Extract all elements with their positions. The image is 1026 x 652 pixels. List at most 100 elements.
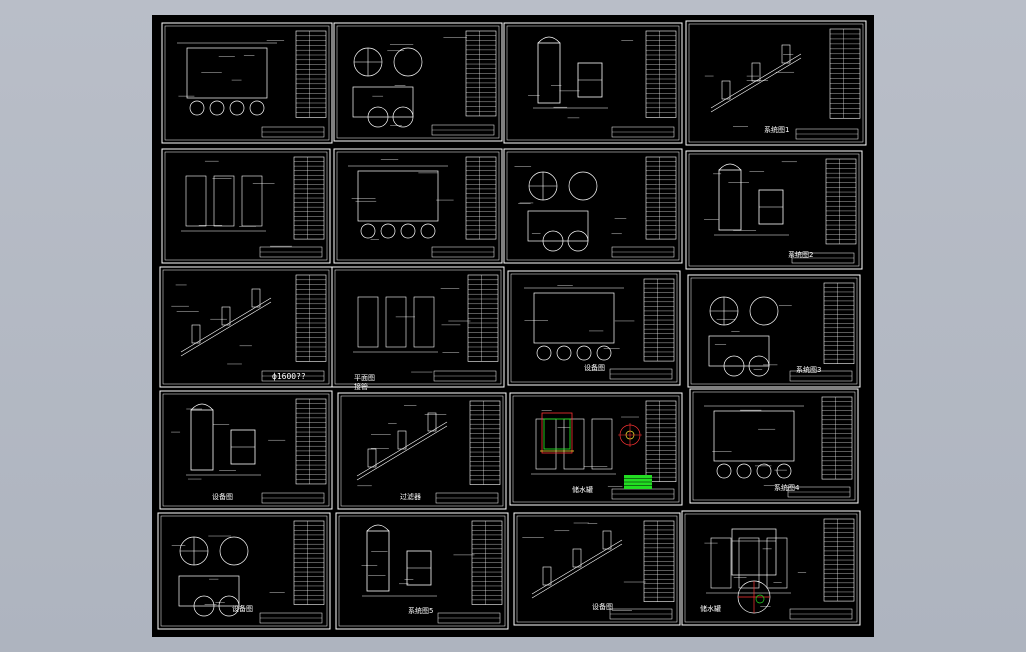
cad-circle — [360, 223, 376, 239]
cad-circle — [392, 106, 414, 128]
label-equipment-4: 设备图 — [212, 492, 233, 501]
equipment-outline — [766, 537, 788, 589]
drawing-border — [510, 273, 678, 383]
drawing-border — [164, 25, 330, 141]
cad-line — [371, 457, 388, 468]
cad-line — [546, 575, 563, 586]
drawing-panel — [159, 390, 333, 510]
drawing-panel — [331, 266, 505, 388]
label-tank-4: 储水罐 — [572, 485, 593, 494]
drawing-panel — [687, 274, 861, 388]
tank-outline — [731, 528, 777, 576]
cad-line — [401, 439, 418, 450]
cad-line — [386, 448, 403, 459]
cad-line — [710, 102, 727, 113]
drawing-panel — [685, 150, 863, 270]
cad-line — [386, 452, 403, 463]
label-system-4: 系统图4 — [774, 483, 800, 492]
cad-drawing-sheet: 系统图1 系统图2 ф1600?? 平面图 接管 设备图 系统图3 设备图 过滤… — [152, 15, 874, 637]
cad-circle — [542, 230, 564, 252]
drawing-border — [690, 277, 858, 385]
drawing-panel — [689, 388, 859, 504]
drawing-border — [692, 391, 856, 501]
drawing-border — [512, 395, 680, 503]
equipment-outline — [241, 175, 263, 227]
tank-head — [537, 36, 561, 44]
cad-line — [725, 93, 742, 104]
cad-line — [416, 430, 433, 441]
cad-line — [416, 434, 433, 445]
drawing-border — [338, 515, 506, 627]
cad-line — [371, 461, 388, 472]
drawing-panel — [337, 392, 507, 510]
drawing-panel — [335, 512, 509, 630]
cad-line — [561, 566, 578, 577]
cad-line — [576, 561, 593, 572]
cad-circle — [556, 345, 572, 361]
drawing-panel — [161, 22, 333, 144]
cad-line — [725, 89, 742, 100]
cad-circle — [380, 223, 396, 239]
cad-line — [531, 588, 548, 599]
drawing-border — [334, 269, 502, 385]
cad-circle — [576, 345, 592, 361]
cad-circle — [218, 595, 240, 617]
drawing-panel — [513, 512, 681, 626]
tank-head — [190, 403, 214, 411]
tank-body — [190, 409, 214, 471]
cad-circle — [219, 536, 249, 566]
cad-circle — [748, 355, 770, 377]
cad-line — [356, 470, 373, 481]
cad-line — [576, 557, 593, 568]
cad-line — [431, 425, 448, 436]
cad-line — [770, 62, 787, 73]
cad-circle — [723, 355, 745, 377]
equipment-outline — [738, 537, 760, 589]
drawing-panel — [681, 510, 861, 626]
cad-line — [225, 315, 242, 326]
cad-line — [606, 543, 623, 554]
cad-line — [740, 84, 757, 95]
drawing-panel — [333, 148, 503, 264]
cad-line — [785, 53, 802, 64]
equipment-outline — [385, 296, 407, 348]
cad-circle — [567, 230, 589, 252]
cad-circle — [209, 100, 225, 116]
cad-circle — [568, 171, 598, 201]
label-equipment-3: 设备图 — [584, 363, 605, 372]
cad-line — [606, 539, 623, 550]
cad-line — [401, 443, 418, 454]
cad-line — [561, 570, 578, 581]
tank-head — [718, 163, 742, 171]
equipment-outline — [186, 47, 268, 99]
cad-line — [210, 328, 227, 339]
cad-circle — [367, 106, 389, 128]
drawing-border — [688, 153, 860, 267]
drawing-border — [336, 151, 500, 261]
label-nozzle: 接管 — [354, 382, 368, 391]
label-layer: 系统图1 系统图2 ф1600?? 平面图 接管 设备图 系统图3 设备图 过滤… — [212, 125, 821, 615]
drawing-panel — [333, 22, 503, 142]
cad-line — [195, 333, 212, 344]
cad-circle — [596, 345, 612, 361]
drawing-border — [340, 395, 504, 507]
cad-line — [591, 548, 608, 559]
tank-outline-red — [541, 412, 573, 454]
cad-line — [740, 80, 757, 91]
equipment-outline — [591, 418, 613, 470]
cad-circle — [749, 296, 779, 326]
label-tank-5: 储水罐 — [700, 604, 721, 613]
equipment-outline — [357, 170, 439, 222]
equipment-outline — [708, 335, 770, 367]
drawing-border — [336, 25, 500, 139]
cad-circle — [420, 223, 436, 239]
equipment-outline — [178, 575, 240, 607]
drawing-border — [688, 23, 864, 143]
cad-line — [755, 71, 772, 82]
cad-circle — [755, 594, 765, 604]
label-equipment-6: 设备图 — [592, 602, 613, 611]
cad-line — [431, 421, 448, 432]
label-system-1: 系统图1 — [764, 125, 789, 134]
tank-head — [366, 524, 390, 532]
drawing-panel — [503, 148, 683, 264]
